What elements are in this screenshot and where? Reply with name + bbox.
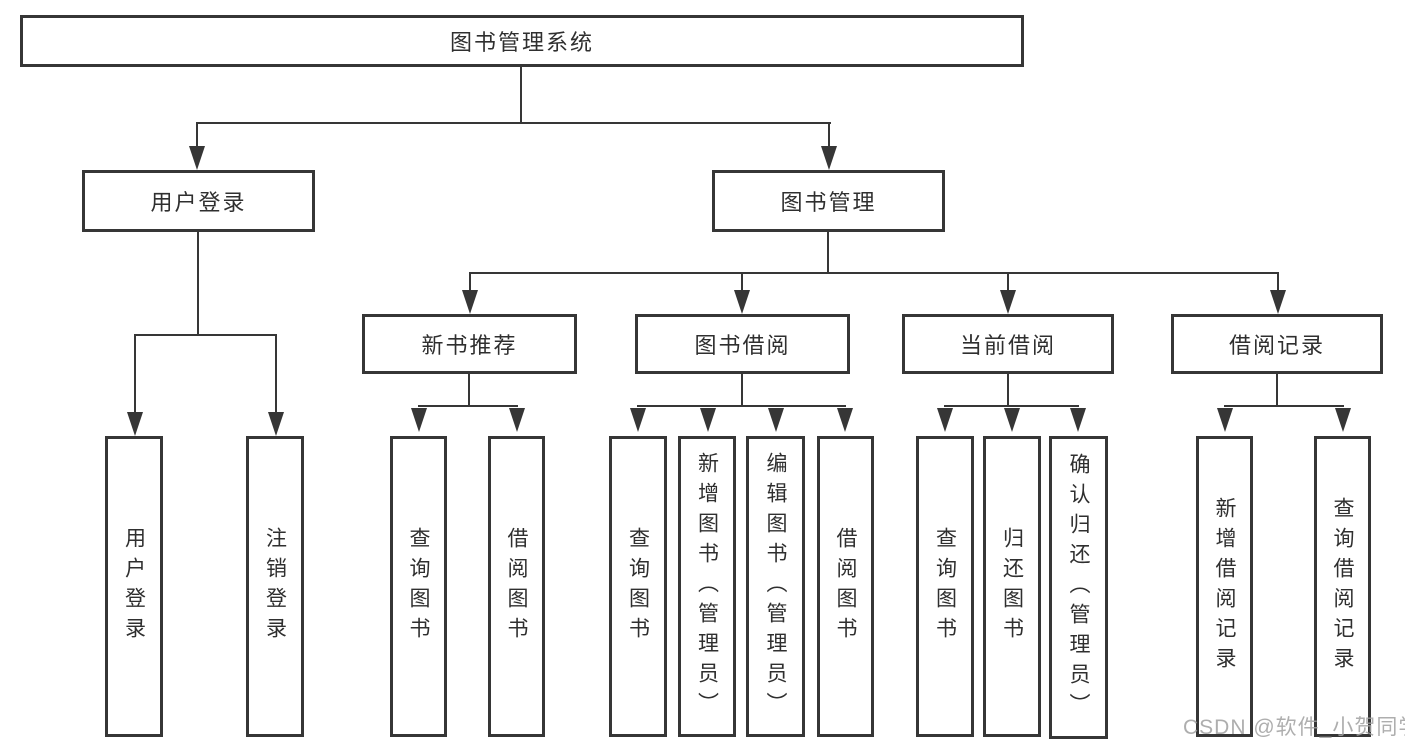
- connector-line: [637, 405, 846, 407]
- arrow-down-icon: [1000, 290, 1016, 314]
- arrow-down-icon: [1335, 408, 1351, 432]
- node-user-login-branch: 用户登录: [82, 170, 315, 232]
- connector-line: [134, 334, 277, 336]
- leaf-return-books: 归还图书: [983, 436, 1041, 737]
- arrow-down-icon: [411, 408, 427, 432]
- arrow-down-icon: [189, 146, 205, 170]
- arrow-down-icon: [127, 412, 143, 436]
- connector-line: [134, 334, 136, 416]
- connector-line: [196, 122, 831, 124]
- leaf-query-books-recommend: 查询图书: [390, 436, 447, 737]
- leaf-user-login: 用户登录: [105, 436, 163, 737]
- node-book-management-system: 图书管理系统: [20, 15, 1024, 67]
- node-book-borrowing: 图书借阅: [635, 314, 850, 374]
- arrow-down-icon: [734, 290, 750, 314]
- leaf-edit-books-admin: 编辑图书（管理员）: [746, 436, 805, 737]
- leaf-query-books-current: 查询图书: [916, 436, 974, 737]
- leaf-add-books-admin: 新增图书（管理员）: [678, 436, 736, 737]
- connector-line: [1277, 272, 1279, 294]
- connector-line: [741, 272, 743, 294]
- leaf-logout: 注销登录: [246, 436, 304, 737]
- leaf-query-borrow-record: 查询借阅记录: [1314, 436, 1371, 737]
- arrow-down-icon: [937, 408, 953, 432]
- arrow-down-icon: [821, 146, 837, 170]
- leaf-add-borrow-record: 新增借阅记录: [1196, 436, 1253, 737]
- arrow-down-icon: [1270, 290, 1286, 314]
- csdn-watermark: CSDN @软件_小贺同学: [1183, 716, 1405, 739]
- connector-line: [469, 272, 471, 294]
- arrow-down-icon: [1070, 408, 1086, 432]
- connector-line: [828, 122, 830, 150]
- arrow-down-icon: [700, 408, 716, 432]
- arrow-down-icon: [509, 408, 525, 432]
- arrow-down-icon: [268, 412, 284, 436]
- arrow-down-icon: [768, 408, 784, 432]
- connector-line: [741, 374, 743, 407]
- leaf-confirm-return-admin: 确认归还（管理员）: [1049, 436, 1108, 739]
- arrow-down-icon: [837, 408, 853, 432]
- leaf-borrow-books-recommend: 借阅图书: [488, 436, 545, 737]
- connector-line: [1007, 272, 1009, 294]
- connector-line: [275, 334, 277, 416]
- connector-line: [468, 374, 470, 407]
- arrow-down-icon: [630, 408, 646, 432]
- arrow-down-icon: [1217, 408, 1233, 432]
- node-borrowing-records: 借阅记录: [1171, 314, 1383, 374]
- connector-line: [827, 232, 829, 274]
- connector-line: [944, 405, 1079, 407]
- connector-line: [1276, 374, 1278, 407]
- connector-line: [520, 67, 522, 124]
- arrow-down-icon: [1004, 408, 1020, 432]
- connector-line: [197, 232, 199, 336]
- leaf-query-books-borrowing: 查询图书: [609, 436, 667, 737]
- leaf-borrow-books: 借阅图书: [817, 436, 874, 737]
- connector-line: [469, 272, 1279, 274]
- connector-line: [418, 405, 518, 407]
- connector-line: [1224, 405, 1344, 407]
- arrow-down-icon: [462, 290, 478, 314]
- connector-line: [1007, 374, 1009, 407]
- connector-line: [196, 122, 198, 150]
- node-book-management-branch: 图书管理: [712, 170, 945, 232]
- node-new-book-recommendation: 新书推荐: [362, 314, 577, 374]
- node-current-borrowing: 当前借阅: [902, 314, 1114, 374]
